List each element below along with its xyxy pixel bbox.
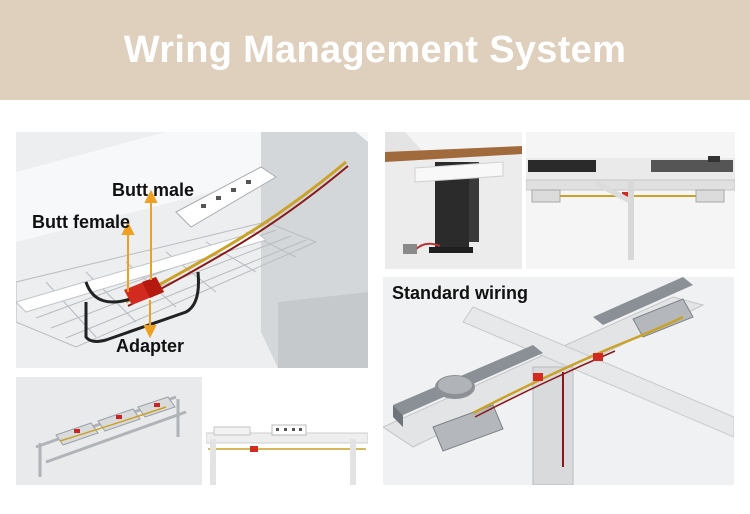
frame-trays-photo [16, 377, 202, 485]
standard-wiring-photo: Standard wiring [383, 277, 734, 485]
main-wiring-illustration [16, 132, 368, 368]
tray-overview-photo [526, 132, 735, 269]
standard-wiring-illustration [383, 277, 734, 485]
callout-butt-female: Butt female [32, 212, 131, 232]
title-banner: Wring Management System [0, 0, 750, 100]
desk-leg-illustration [385, 132, 522, 269]
page-title: Wring Management System [123, 28, 627, 71]
desk-side-illustration [206, 377, 368, 485]
frame-trays-illustration [16, 377, 202, 485]
tray-overview-illustration [526, 132, 735, 269]
callout-adapter: Adapter [116, 336, 185, 356]
main-wiring-photo: Butt male Butt female Adapter [16, 132, 368, 368]
desk-leg-photo [385, 132, 522, 269]
standard-wiring-label: Standard wiring [392, 283, 529, 303]
desk-side-photo [206, 377, 368, 485]
callout-butt-male: Butt male [112, 180, 195, 200]
